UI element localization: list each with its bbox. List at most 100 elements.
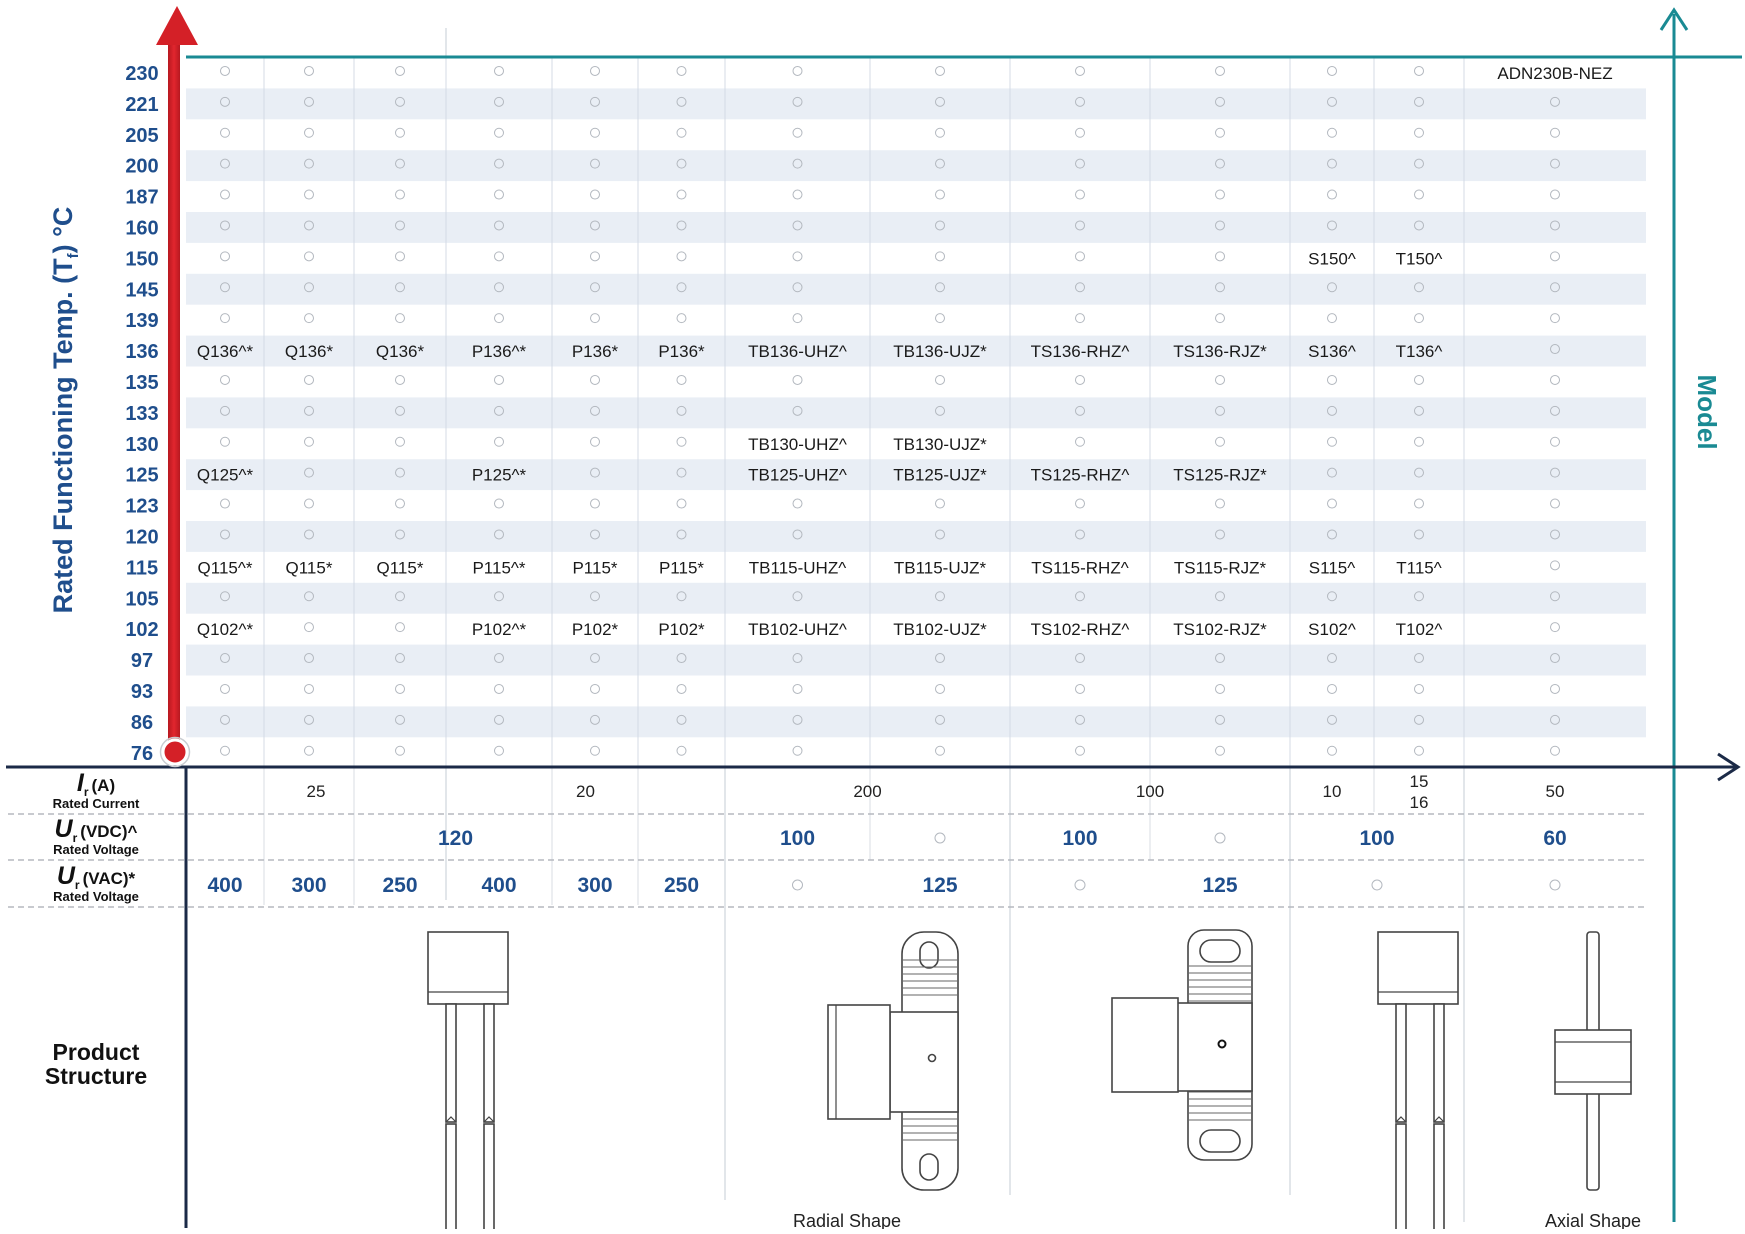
temperature-tick-label: 187 bbox=[125, 187, 158, 209]
empty-cell-mark bbox=[590, 189, 600, 200]
empty-cell-mark bbox=[590, 251, 600, 262]
empty-cell-mark bbox=[1414, 683, 1424, 694]
empty-cell-mark bbox=[1075, 220, 1085, 231]
empty-cell-mark bbox=[1550, 745, 1560, 756]
empty-cell-mark bbox=[1550, 405, 1560, 416]
empty-cell-mark bbox=[792, 251, 803, 262]
empty-cell-mark bbox=[395, 622, 405, 633]
empty-cell-mark bbox=[220, 436, 230, 447]
empty-cell-mark bbox=[590, 127, 600, 138]
empty-cell-mark bbox=[1215, 251, 1225, 262]
empty-cell-mark bbox=[1414, 65, 1424, 76]
empty-cell-mark bbox=[1327, 498, 1337, 509]
model-cell: TS125-RHZ^ bbox=[1031, 466, 1130, 485]
empty-cell-mark bbox=[1075, 251, 1085, 262]
empty-cell-mark bbox=[1550, 158, 1560, 169]
empty-cell-mark bbox=[1075, 127, 1085, 138]
empty-cell-mark bbox=[590, 653, 600, 664]
empty-cell-mark bbox=[1327, 683, 1337, 694]
temperature-tick-label: 205 bbox=[125, 125, 158, 147]
empty-cell-mark bbox=[395, 96, 405, 107]
model-cell: TS115-RHZ^ bbox=[1031, 558, 1128, 577]
empty-cell-mark bbox=[1550, 251, 1560, 262]
empty-cell-mark bbox=[494, 220, 504, 231]
empty-cell-mark bbox=[935, 529, 945, 540]
empty-cell-mark bbox=[792, 158, 803, 169]
temperature-tick-label: 136 bbox=[125, 341, 158, 363]
empty-cell-mark bbox=[590, 282, 600, 293]
empty-cell-mark bbox=[676, 714, 687, 725]
empty-cell-mark bbox=[395, 374, 405, 385]
empty-cell-mark bbox=[676, 529, 687, 540]
empty-cell-mark bbox=[395, 745, 405, 756]
empty-cell-mark bbox=[590, 313, 600, 324]
empty-cell-mark bbox=[1215, 220, 1225, 231]
vdc-empty-mark bbox=[934, 832, 946, 844]
empty-cell-mark bbox=[792, 96, 803, 107]
empty-cell-mark bbox=[1215, 498, 1225, 509]
empty-cell-mark bbox=[1414, 96, 1424, 107]
empty-cell-mark bbox=[304, 313, 314, 324]
vac-value: 125 bbox=[922, 874, 957, 897]
temperature-tick-label: 76 bbox=[131, 743, 153, 765]
empty-cell-mark bbox=[304, 529, 314, 540]
temperature-arrow-head bbox=[156, 6, 198, 45]
temperature-arrow-shaft bbox=[168, 45, 180, 752]
empty-cell-mark bbox=[1414, 374, 1424, 385]
vac-empty-mark bbox=[1549, 879, 1561, 891]
empty-cell-mark bbox=[1327, 313, 1337, 324]
model-cell: ADN230B-NEZ bbox=[1497, 64, 1612, 83]
empty-cell-mark bbox=[590, 405, 600, 416]
empty-cell-mark bbox=[792, 220, 803, 231]
empty-cell-mark bbox=[304, 498, 314, 509]
empty-cell-mark bbox=[1414, 591, 1424, 602]
empty-cell-mark bbox=[1414, 189, 1424, 200]
empty-cell-mark bbox=[1215, 529, 1225, 540]
empty-cell-mark bbox=[494, 127, 504, 138]
product-structure-label: Structure bbox=[45, 1063, 147, 1089]
model-cell: S150^ bbox=[1308, 249, 1356, 268]
vac-value: 250 bbox=[382, 874, 417, 897]
empty-cell-mark bbox=[220, 714, 230, 725]
empty-cell-mark bbox=[676, 127, 687, 138]
empty-cell-mark bbox=[1327, 653, 1337, 664]
model-cell: P102* bbox=[572, 620, 619, 639]
empty-cell-mark bbox=[1550, 282, 1560, 293]
vdc-value: 120 bbox=[438, 827, 473, 850]
model-cell: S102^ bbox=[1308, 620, 1356, 639]
vac-value: 125 bbox=[1202, 874, 1237, 897]
empty-cell-mark bbox=[1550, 313, 1560, 324]
table-stripe bbox=[186, 706, 1646, 738]
model-cell: TS136-RJZ* bbox=[1173, 342, 1267, 361]
empty-cell-mark bbox=[220, 220, 230, 231]
vdc-band-title: Ur(VDC)^ bbox=[55, 815, 138, 845]
empty-cell-mark bbox=[935, 251, 945, 262]
empty-cell-mark bbox=[304, 714, 314, 725]
vac-empty-mark bbox=[1371, 879, 1383, 891]
empty-cell-mark bbox=[1550, 498, 1560, 509]
empty-cell-mark bbox=[1075, 745, 1085, 756]
current-band-label: Rated Current bbox=[53, 796, 140, 811]
empty-cell-mark bbox=[494, 189, 504, 200]
temperature-tick-label: 93 bbox=[131, 681, 153, 703]
empty-cell-mark bbox=[1414, 714, 1424, 725]
model-cell: P115* bbox=[659, 558, 704, 577]
empty-cell-mark bbox=[792, 374, 803, 385]
empty-cell-mark bbox=[220, 374, 230, 385]
empty-cell-mark bbox=[1215, 282, 1225, 293]
empty-cell-mark bbox=[676, 65, 687, 76]
temperature-tick-label: 145 bbox=[125, 279, 158, 301]
model-cell: TS115-RJZ* bbox=[1174, 558, 1267, 577]
empty-cell-mark bbox=[792, 529, 803, 540]
empty-cell-mark bbox=[304, 745, 314, 756]
model-cell: T102^ bbox=[1396, 620, 1443, 639]
empty-cell-mark bbox=[395, 127, 405, 138]
empty-cell-mark bbox=[494, 436, 504, 447]
empty-cell-mark bbox=[676, 653, 687, 664]
empty-cell-mark bbox=[304, 127, 314, 138]
temperature-tick-label: 230 bbox=[125, 63, 158, 85]
empty-cell-mark bbox=[395, 158, 405, 169]
empty-cell-mark bbox=[494, 714, 504, 725]
empty-cell-mark bbox=[395, 467, 405, 478]
model-cell: S115^ bbox=[1309, 558, 1355, 577]
